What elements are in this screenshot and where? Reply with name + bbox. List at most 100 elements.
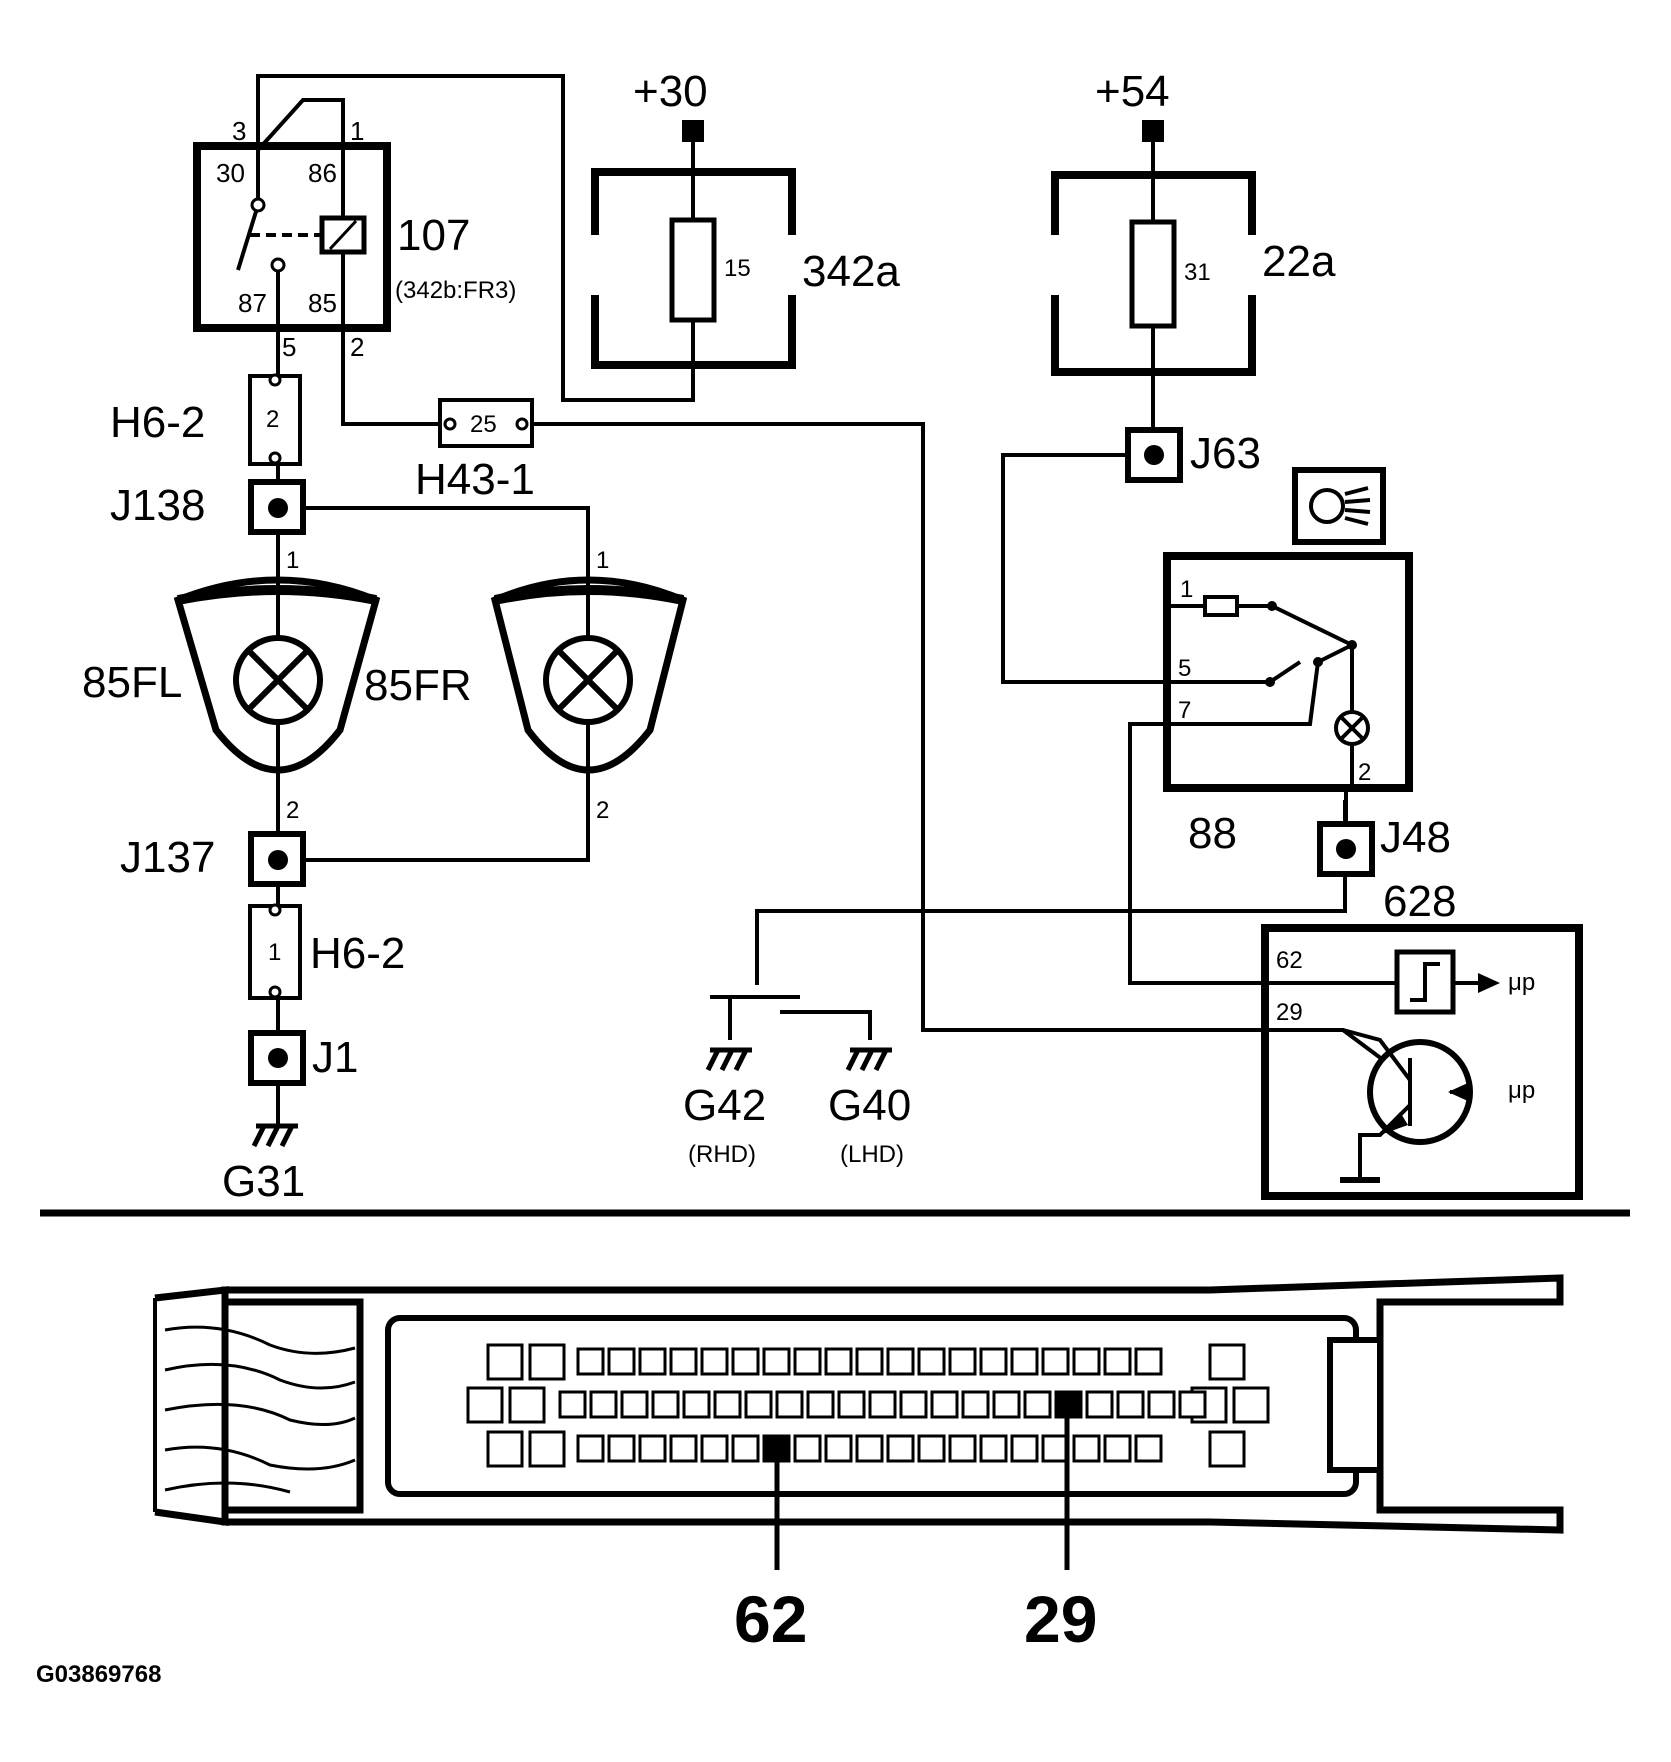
connector-pin-cavity	[1072, 1434, 1101, 1463]
figure-reference: G03869768	[36, 1661, 161, 1688]
wire-ground-split	[710, 995, 872, 1040]
g42-label: G42	[683, 1081, 766, 1130]
relay-id: 107	[397, 211, 470, 260]
wire-j63-to-switch-5	[1001, 453, 1175, 684]
splice-j63: J63	[1125, 427, 1261, 483]
j137-label: J137	[120, 833, 215, 882]
relay-pin-86: 86	[308, 158, 337, 188]
connector-pin-cavity	[948, 1347, 977, 1376]
module-pin-29: 29	[1276, 999, 1303, 1026]
h43-pin: 25	[470, 411, 497, 438]
ground-g40: G40 (LHD)	[828, 1047, 911, 1168]
h6-upper-label: H6-2	[110, 398, 205, 447]
connector-h6-2-upper: 2 H6-2	[110, 373, 302, 466]
lamp-85fl-pin-1: 1	[286, 547, 299, 574]
connector-pin-cavity	[837, 1390, 866, 1419]
connector-h6-2-lower: 1 H6-2	[248, 903, 405, 1000]
connector-pin-cavity	[824, 1434, 853, 1463]
connector-pin-cavity	[806, 1390, 835, 1419]
light-switch-icon	[1309, 488, 1345, 524]
fuse-box-22a-label: 22a	[1262, 237, 1336, 286]
connector-pin-cavity	[1041, 1434, 1070, 1463]
connector-large-cavity	[486, 1343, 524, 1381]
splice-j48: J48	[1317, 788, 1451, 877]
connector-pin-cavity	[1085, 1390, 1114, 1419]
fuse-15-value: 15	[724, 255, 751, 282]
connector-large-cavity	[466, 1386, 504, 1424]
connector-pin-cavity	[713, 1390, 742, 1419]
connector-pin-cavity	[855, 1347, 884, 1376]
connector-pin-cavity	[651, 1390, 680, 1419]
h43-label: H43-1	[415, 455, 535, 504]
connector-pin-cavity	[886, 1434, 915, 1463]
supply-30-label: +30	[633, 67, 708, 116]
connector-pin-cavity	[669, 1347, 698, 1376]
lamp-85fr-pin-1: 1	[596, 547, 609, 574]
g42-note: (RHD)	[688, 1141, 756, 1168]
fuse-box-342a: +30 15 342a	[591, 67, 900, 369]
relay-pin-30: 30	[216, 158, 245, 188]
supply-54-label: +54	[1095, 67, 1170, 116]
lamp-85fr: 1 2 85FR	[364, 508, 688, 824]
h6-lower-label: H6-2	[310, 929, 405, 978]
connector-pin-cavity	[917, 1347, 946, 1376]
switch-pin-1: 1	[1180, 576, 1193, 603]
connector-pin-cavity	[1041, 1347, 1070, 1376]
wire-j48-to-ground	[755, 800, 1347, 985]
connector-pin-cavity	[1134, 1347, 1163, 1376]
connector-pin-cavity	[824, 1347, 853, 1376]
connector-large-cavity	[528, 1430, 566, 1468]
module-input-label: μp	[1508, 1077, 1535, 1104]
connector-pin-cavity	[607, 1434, 636, 1463]
j138-label: J138	[110, 481, 205, 530]
fuse-box-22a: +54 31 22a	[1051, 67, 1336, 376]
connector-pin-cavity	[558, 1390, 587, 1419]
connector-pin-cavity	[979, 1347, 1008, 1376]
connector-pin-cavity	[1010, 1347, 1039, 1376]
module-output-label: μp	[1508, 969, 1535, 996]
module-label: 628	[1383, 877, 1456, 926]
callout-pin-29: 29	[1024, 1582, 1097, 1656]
relay-sub-ref: (342b:FR3)	[395, 277, 516, 304]
connector-pin-cavity	[886, 1347, 915, 1376]
h6-lower-pin: 1	[268, 939, 281, 966]
connector-pin-cavity	[1147, 1390, 1176, 1419]
connector-pin-cavity	[1178, 1390, 1207, 1419]
fuse-box-342a-label: 342a	[802, 247, 900, 296]
fuse-31-value: 31	[1184, 259, 1211, 286]
relay-wire-3: 3	[232, 116, 246, 146]
connector-pin-cavity	[700, 1347, 729, 1376]
wire-relay-pin1	[256, 98, 345, 152]
connector-large-cavity	[486, 1430, 524, 1468]
relay-wire-2: 2	[350, 332, 364, 362]
ground-g42: G42 (RHD)	[683, 1047, 766, 1168]
j63-label: J63	[1190, 429, 1261, 478]
connector-pin-cavity	[1134, 1434, 1163, 1463]
connector-pin-cavity	[961, 1390, 990, 1419]
connector-pin-cavity	[669, 1434, 698, 1463]
splice-j1: J1	[248, 1030, 358, 1086]
connector-pin-cavity	[638, 1434, 667, 1463]
relay-pin-87: 87	[238, 288, 267, 318]
lamp-85fl-label: 85FL	[82, 658, 182, 707]
relay-wire-1: 1	[350, 116, 364, 146]
connector-pin-cavity	[1116, 1390, 1145, 1419]
connector-pin-cavity	[607, 1347, 636, 1376]
connector-pin-cavity	[1010, 1434, 1039, 1463]
module-pin-62: 62	[1276, 947, 1303, 974]
lamp-85fr-label: 85FR	[364, 661, 472, 710]
wire-h43-to-module-29	[527, 422, 1412, 1082]
connector-pin-cavity	[855, 1434, 884, 1463]
connector-large-cavity	[1208, 1430, 1246, 1468]
connector-pin-cavity	[700, 1434, 729, 1463]
splice-j138: J138	[110, 479, 306, 535]
connector-pin-cavity	[948, 1434, 977, 1463]
connector-pin-cavity	[979, 1434, 1008, 1463]
switch-label: 88	[1188, 809, 1237, 858]
connector-pin-cavity	[576, 1434, 605, 1463]
j48-label: J48	[1380, 813, 1451, 862]
connector-pin-cavity	[868, 1390, 897, 1419]
relay-107: 3 1 30 86 87 85 5 2 107 (342b:FR3)	[193, 116, 516, 362]
connector-pin-cavity	[917, 1434, 946, 1463]
connector-pin-cavity	[589, 1390, 618, 1419]
